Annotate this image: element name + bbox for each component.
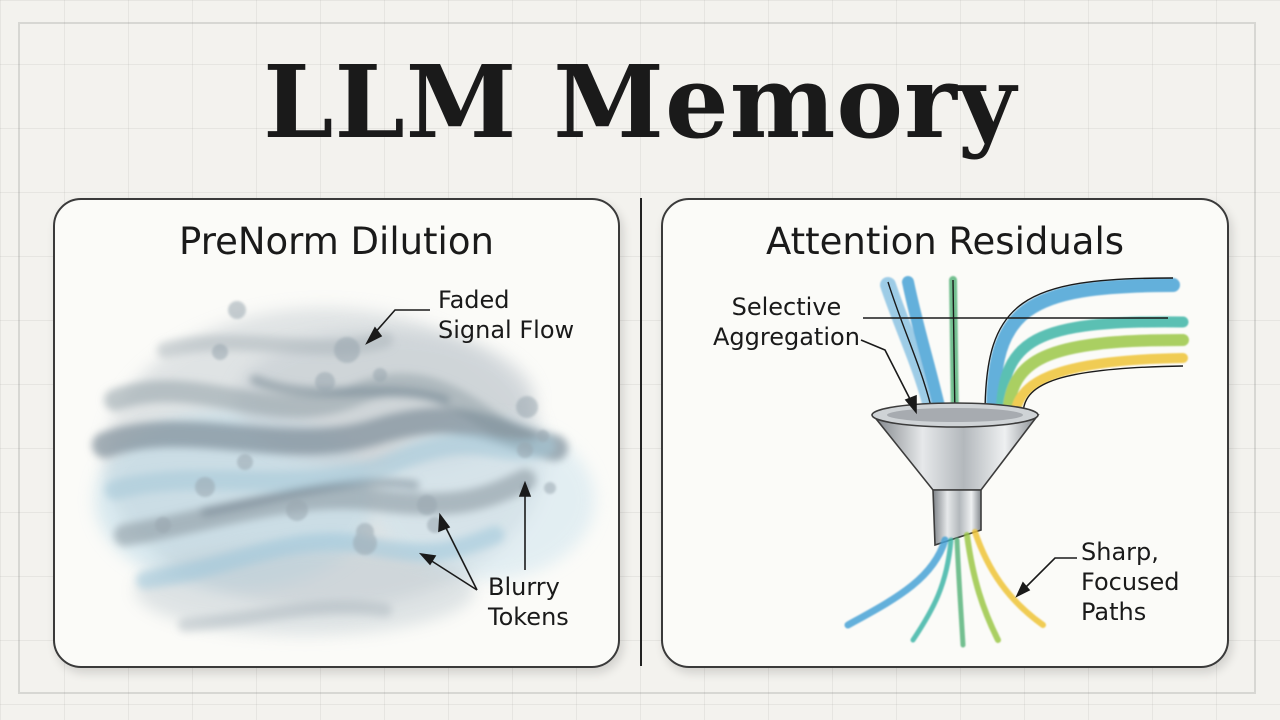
page-frame [18,22,1256,694]
annotation-arrows-right [860,339,1077,598]
blurry-token-dots [155,301,556,555]
page-title: LLM Memory [263,43,1017,161]
prenorm-dilution-title: PreNorm Dilution [179,220,494,263]
funnel [871,402,1040,547]
sharp-focused-paths-label: Sharp, Focused Paths [1081,537,1180,627]
faded-signal-flow-label: Faded Signal Flow [438,285,574,345]
selective-aggregation-label: Selective Aggregation [713,292,860,352]
sharp-paths-line-3: Paths [1081,598,1147,626]
sharp-paths-line-1: Sharp, [1081,538,1159,566]
sharp-paths-line-2: Focused [1081,568,1180,596]
funnel-illustration [844,276,1189,648]
selective-aggregation-line-1: Selective [731,293,842,321]
attention-residuals-title: Attention Residuals [765,220,1125,263]
annotation-arrows [365,309,532,591]
blurry-tokens-label: Blurry Tokens [488,572,569,632]
selective-aggregation-line-2: Aggregation [713,323,860,351]
center-divider [640,198,642,666]
incoming-streams [880,276,1189,424]
faded-signal-label-line-1: Faded [438,286,510,314]
faded-signal-illustration [92,301,595,635]
blurry-tokens-label-line-2: Tokens [488,603,569,631]
blurry-tokens-label-line-1: Blurry [488,573,560,601]
faded-signal-label-line-2: Signal Flow [438,316,575,344]
flow-outlines [863,277,1184,421]
prenorm-dilution-panel: PreNorm Dilution [53,198,620,668]
attention-residuals-panel: Attention Residuals [661,198,1229,668]
focused-output-paths [844,529,1046,648]
